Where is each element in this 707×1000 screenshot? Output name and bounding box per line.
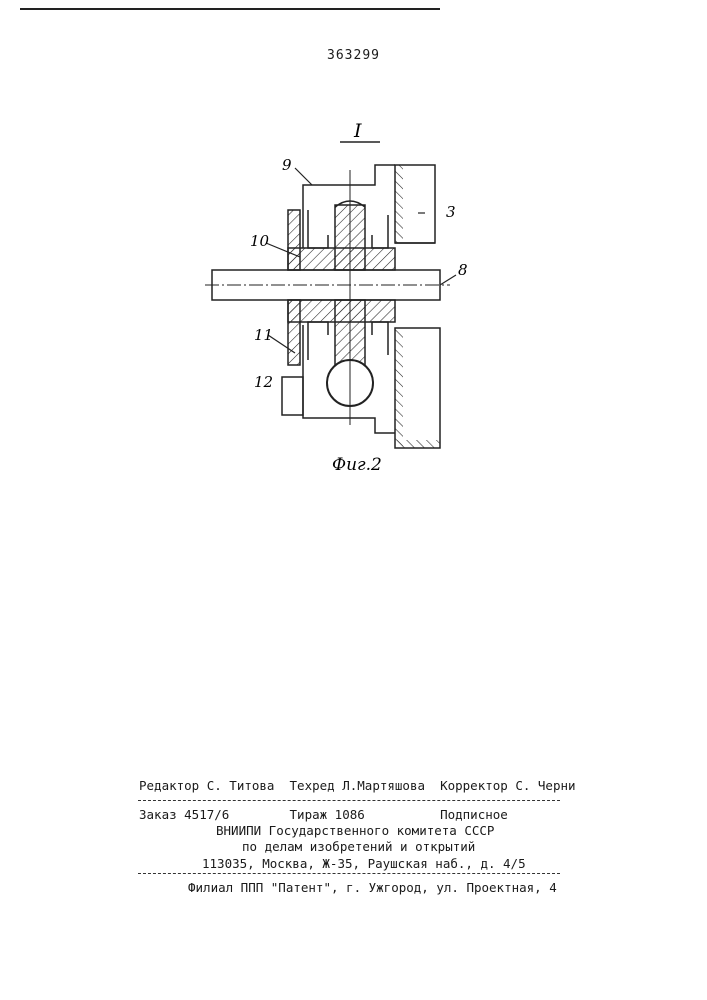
- callout-12: 12: [254, 373, 273, 391]
- editors-line: Редактор С. Титова Техред Л.Мартяшова Ко…: [139, 778, 576, 793]
- channel-right-upper: [372, 215, 388, 248]
- organization: ВНИИПИ Государственного комитета СССР: [216, 823, 494, 838]
- address: 113035, Москва, Ж-35, Раушская наб., д. …: [202, 856, 526, 871]
- callout-3: 3: [446, 203, 456, 221]
- order-line: Заказ 4517/6 Тираж 1086 Подписное: [139, 807, 508, 822]
- callout-10: 10: [250, 232, 270, 250]
- callout-11: 11: [254, 326, 273, 344]
- editor: Редактор С. Титова: [139, 778, 274, 793]
- dashed-rule-1: [138, 800, 560, 801]
- leader-8: [440, 275, 456, 285]
- channel-right-lower: [372, 322, 388, 355]
- circulation: Тираж 1086: [290, 807, 365, 822]
- wall-hatch-bottom: [395, 440, 440, 448]
- figure-caption: Фиг.2: [332, 455, 382, 475]
- flange-11: [288, 300, 300, 365]
- technical-drawing: I 9 3 10 8 11 12 Фиг.2: [200, 115, 490, 485]
- section-label: I: [353, 120, 362, 142]
- patent-number: 363299: [0, 48, 707, 63]
- leader-9: [295, 168, 312, 185]
- channel-left-lower: [308, 322, 328, 360]
- corrector: Корректор С. Черни: [440, 778, 575, 793]
- callout-8: 8: [458, 261, 468, 279]
- callout-9: 9: [282, 156, 292, 174]
- order: Заказ 4517/6: [139, 807, 229, 822]
- subscription: Подписное: [440, 807, 508, 822]
- wall-hatch-lower: [395, 328, 403, 448]
- branch: Филиал ППП "Патент", г. Ужгород, ул. Про…: [188, 880, 557, 895]
- wall-hatch-upper: [395, 165, 403, 243]
- department: по делам изобретений и открытий: [242, 839, 475, 854]
- top-border-line: [20, 8, 440, 10]
- channel-left-upper: [308, 210, 328, 248]
- block-12: [282, 377, 303, 415]
- techred: Техред Л.Мартяшова: [290, 778, 425, 793]
- dashed-rule-2: [138, 873, 560, 874]
- flange-10: [288, 210, 300, 270]
